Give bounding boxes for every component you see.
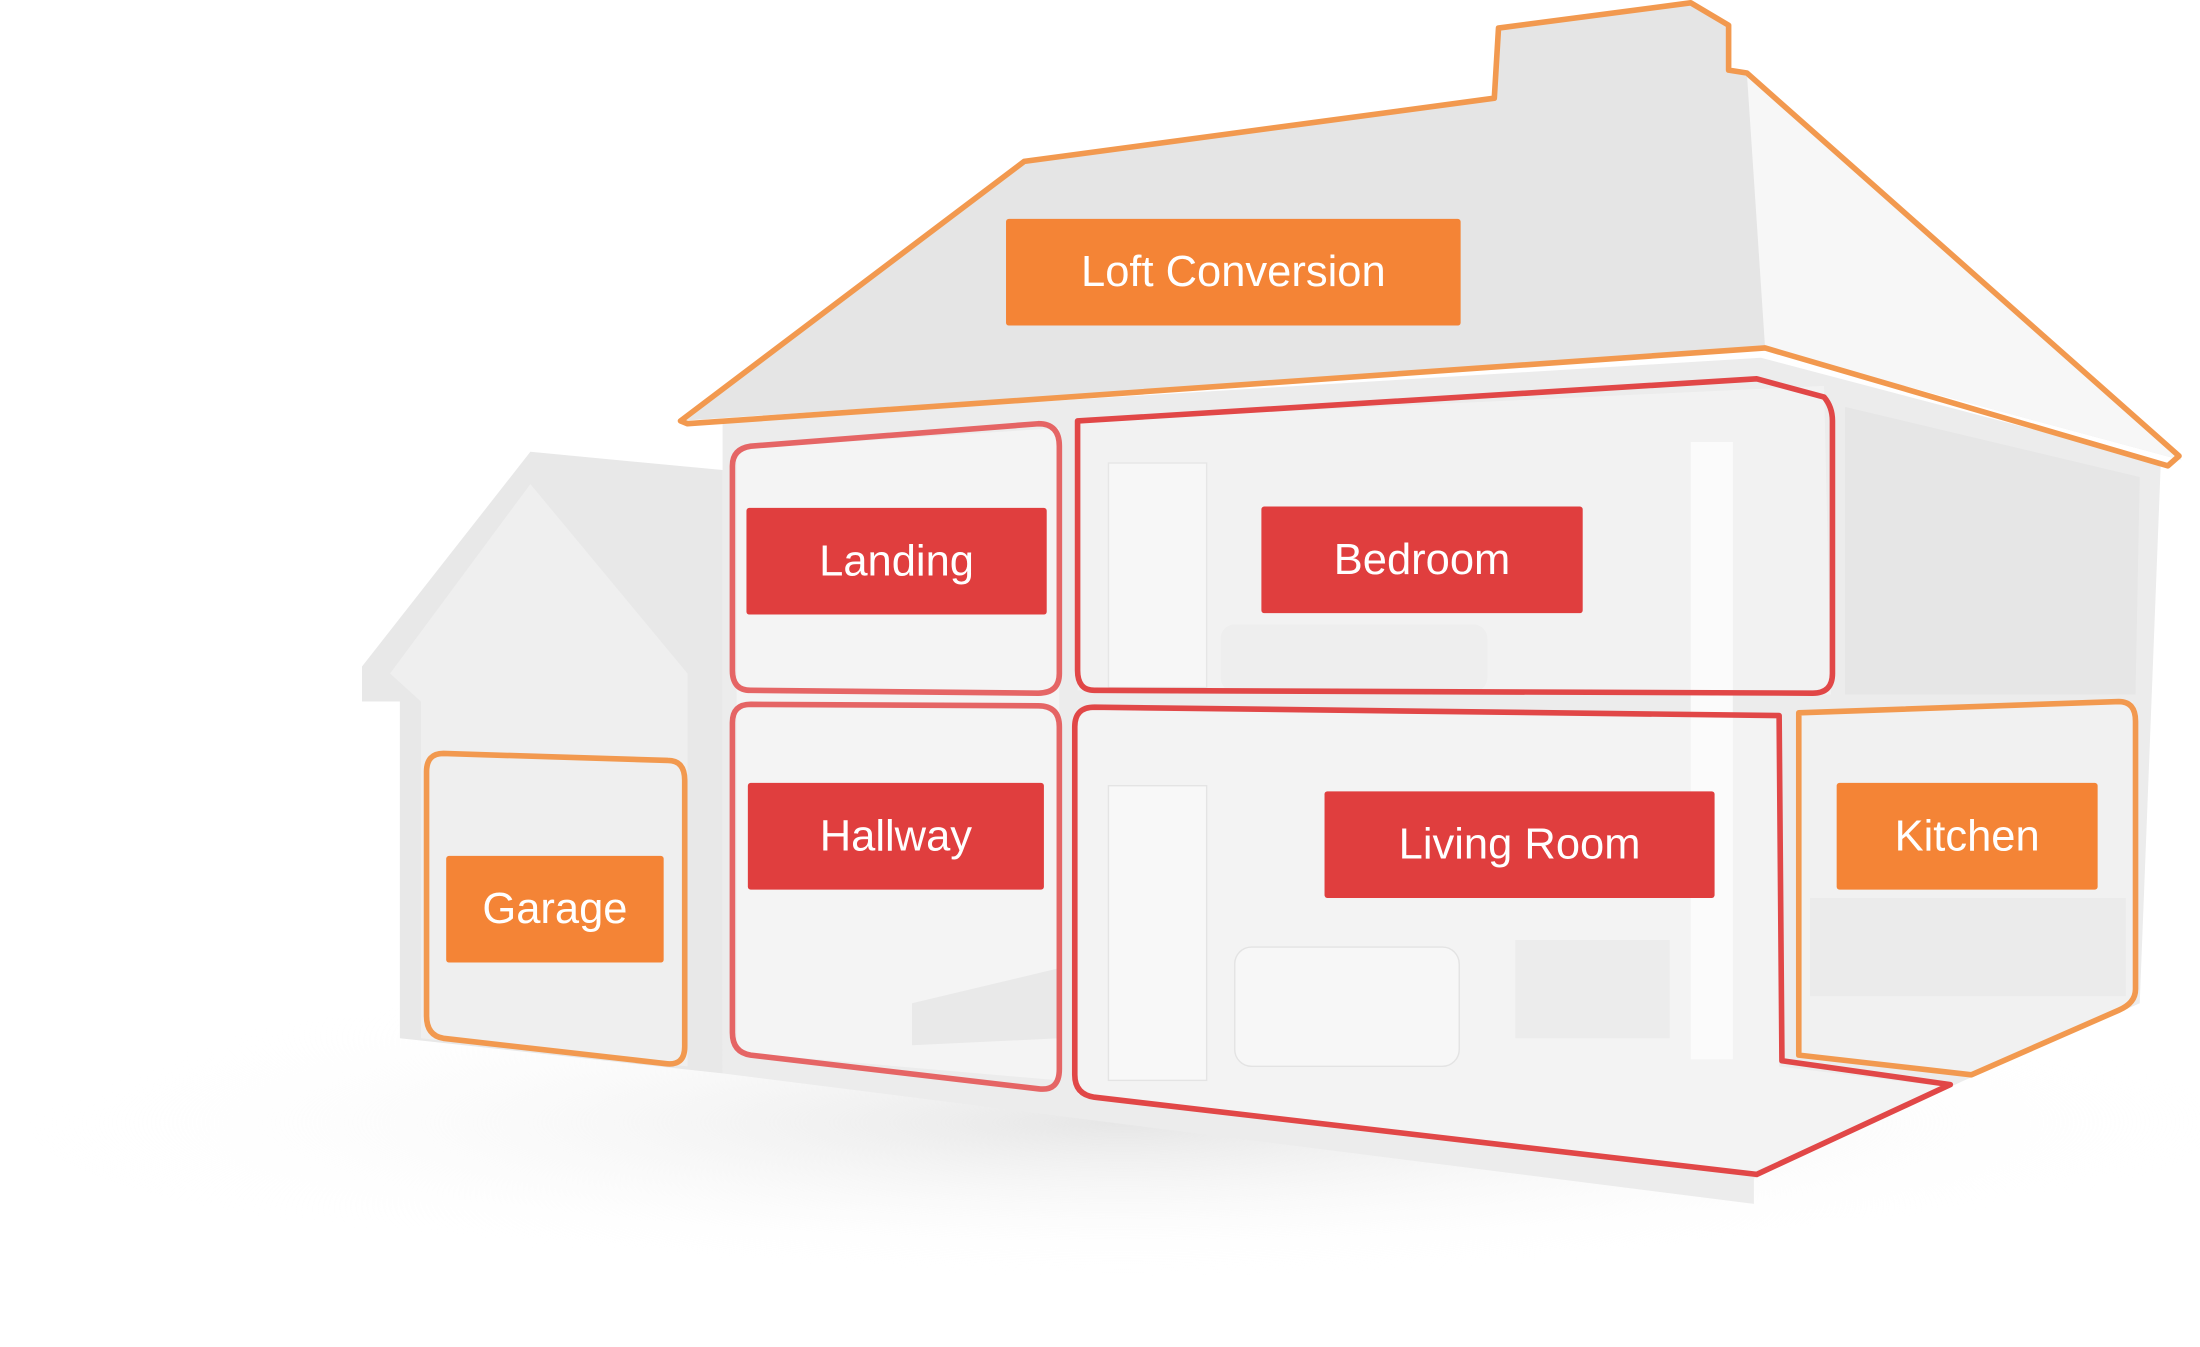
- hallway-outline: [729, 701, 1063, 1092]
- kitchen-outline: [1795, 698, 2139, 1078]
- room-label-text: Garage: [482, 883, 628, 934]
- living-room-outline: [1071, 704, 1954, 1178]
- garage-outline: [423, 750, 688, 1067]
- room-label-loft-conversion[interactable]: Loft Conversion: [1006, 218, 1461, 326]
- room-label-text: Hallway: [819, 810, 973, 861]
- room-label-hallway[interactable]: Hallway: [747, 782, 1044, 890]
- room-label-garage[interactable]: Garage: [446, 855, 664, 963]
- room-label-text: Loft Conversion: [1081, 246, 1386, 297]
- loft-outline: [677, 0, 2182, 469]
- room-label-living-room[interactable]: Living Room: [1324, 791, 1715, 898]
- room-label-text: Kitchen: [1894, 810, 2040, 861]
- room-label-landing[interactable]: Landing: [746, 507, 1047, 615]
- room-label-bedroom[interactable]: Bedroom: [1261, 506, 1583, 614]
- landing-outline: [729, 420, 1063, 696]
- room-label-text: Bedroom: [1333, 534, 1511, 584]
- room-label-kitchen[interactable]: Kitchen: [1836, 782, 2098, 890]
- room-label-text: Landing: [819, 535, 974, 586]
- bedroom-outline: [1074, 376, 1836, 696]
- room-label-text: Living Room: [1398, 819, 1641, 869]
